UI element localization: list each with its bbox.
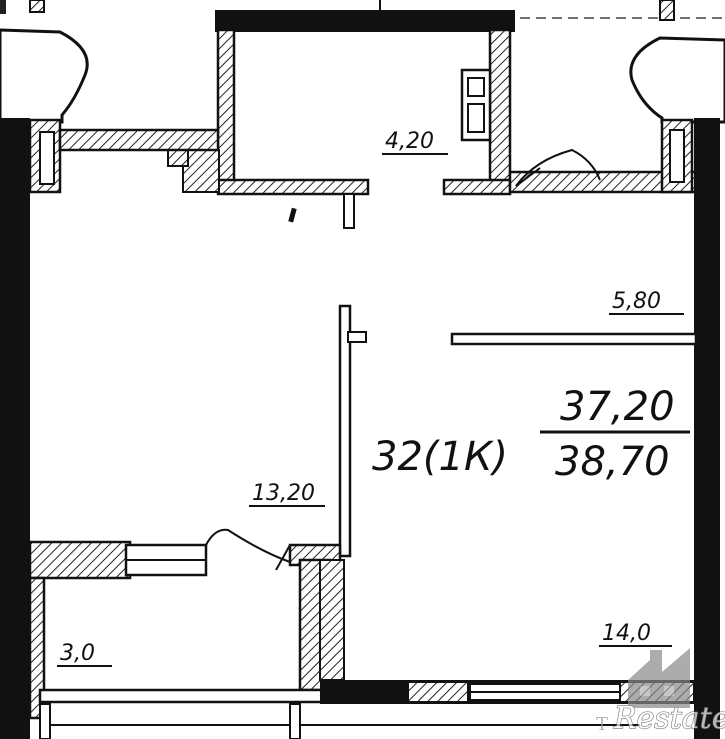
- bathroom-area-label: 4,20: [385, 129, 434, 154]
- watermark-text: Restate: [613, 701, 725, 736]
- balcony-area-label: 3,0: [60, 641, 95, 666]
- vent-shaft: [460, 68, 492, 142]
- top-left-walls: [28, 118, 220, 194]
- apartment-number: 32(1К): [372, 434, 508, 480]
- living-area: 37,20: [560, 384, 675, 430]
- balcony-door: [205, 528, 291, 563]
- left-column: [0, 28, 89, 124]
- bathroom-walls: [167, 28, 512, 196]
- top-right-walls: [508, 118, 702, 194]
- top-edge-fragments: [0, 0, 725, 21]
- watermark-prefix: T: [596, 714, 608, 735]
- bathroom-top-wall: [215, 10, 515, 32]
- entrance-door: [515, 148, 601, 187]
- watermark-logo: T Restate: [596, 648, 725, 737]
- small-mark: [288, 207, 297, 223]
- balcony-walls: [28, 540, 345, 720]
- hallway-partition: [450, 332, 698, 346]
- total-area: 38,70: [555, 439, 670, 485]
- hallway-area-label: 5,80: [612, 289, 661, 314]
- kitchen-area-label: 13,20: [252, 481, 315, 506]
- right-exterior-wall: [694, 118, 720, 739]
- left-exterior-wall: [0, 118, 30, 739]
- bathroom-door-stub: [343, 193, 355, 229]
- kitchen-living-divider: [338, 304, 367, 558]
- living-room-area-label: 14,0: [602, 621, 651, 646]
- right-column: [629, 36, 725, 124]
